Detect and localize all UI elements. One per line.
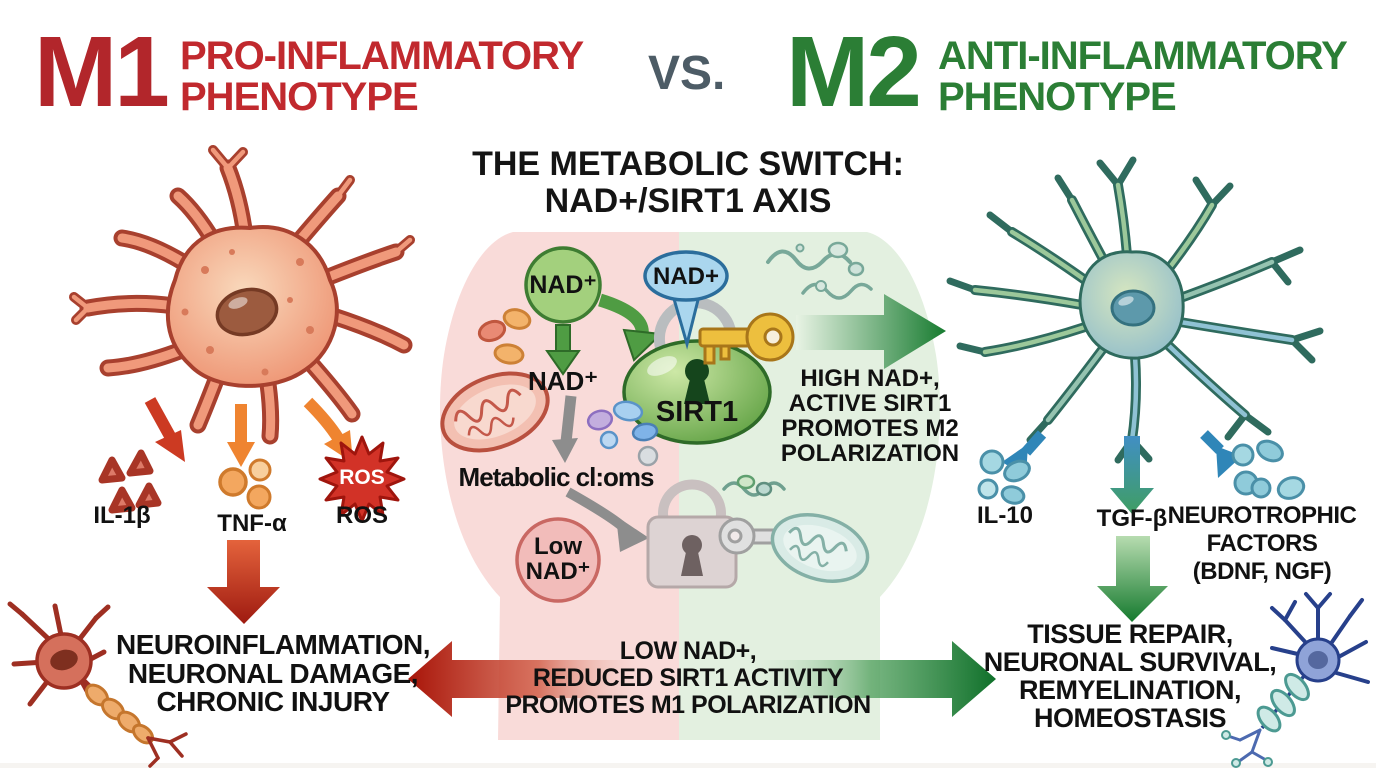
low-nad-circle — [515, 517, 601, 603]
nad-source-label: NAD⁺ — [529, 271, 597, 299]
m1-microglia-cell — [69, 145, 415, 445]
m2-microglia-cell — [946, 156, 1324, 464]
ros-burst-icon — [318, 435, 406, 523]
ros-burst-label: ROS — [339, 466, 385, 489]
m2-outcome-line1: TISSUE REPAIR, — [1027, 619, 1233, 649]
low-nad-line1: Low — [534, 533, 582, 560]
metabolic-label: Metabolic cl:oms — [458, 462, 655, 492]
tnfa-molecules-icon — [218, 458, 272, 510]
low-band-line2: REDUCED SIRT1 ACTIVITY — [532, 664, 844, 692]
high-nad-caption-line1: HIGH NAD+, — [800, 365, 940, 392]
m2-outcome-line3: REMYELINATION, — [1019, 675, 1242, 705]
neurotrophic-line2: FACTORS — [1206, 530, 1318, 557]
dna-strands-icon — [766, 241, 873, 300]
high-nad-caption-line4: POLARIZATION — [780, 440, 960, 467]
neurotrophic-line3: (BDNF, NGF) — [1192, 558, 1332, 585]
m2-outcome-line2: NEURONAL SURVIVAL, — [983, 647, 1277, 677]
m1-outcome-line2: NEURONAL DAMAGE, — [127, 657, 419, 689]
mitochondria-pink-icon — [440, 371, 550, 453]
neurotrophic-molecules-icon — [1231, 439, 1306, 500]
m1-outcome-caption: NEUROINFLAMMATION, NEURONAL DAMAGE, CHRO… — [108, 629, 438, 717]
low-band-line1: LOW NAD+, — [619, 637, 757, 665]
m1-subtitle: PRO-INFLAMMATORY PHENOTYPE — [180, 34, 584, 119]
nad-bubble-label: NAD+ — [652, 263, 719, 290]
m1-heading: M1 — [34, 16, 170, 128]
il10-molecules-icon — [977, 449, 1031, 505]
m2-heading: M2 — [786, 16, 922, 128]
tgfb-label: TGF-β — [1096, 505, 1168, 532]
low-band-line3: PROMOTES M1 POLARIZATION — [505, 691, 871, 719]
nad-bubble-icon — [643, 250, 729, 350]
m2-outcome-caption: TISSUE REPAIR, NEURONAL SURVIVAL, REMYEL… — [968, 620, 1292, 732]
nad-down-arrow — [545, 324, 581, 376]
vs-label: VS. — [648, 47, 726, 100]
metabolic-gray-arrow — [552, 395, 578, 463]
m1-outcome-line3: CHRONIC INJURY — [156, 686, 390, 717]
dna-small-icon — [722, 474, 786, 497]
metabolite-cluster-icon — [586, 400, 659, 467]
sirt1-lock-icon — [622, 339, 772, 445]
gold-key-icon — [698, 312, 795, 365]
bottom-strip — [0, 763, 1376, 768]
il1b-label: IL-1β — [93, 502, 151, 529]
metabolite-pills-icon — [477, 308, 532, 365]
ros-label: ROS — [335, 502, 388, 529]
m1-outcome-line1: NEUROINFLAMMATION, — [116, 629, 431, 660]
high-nad-caption: HIGH NAD+, ACTIVE SIRT1 PROMOTES M2 POLA… — [765, 366, 975, 466]
low-nad-gray-arrow — [565, 487, 649, 552]
neurotrophic-caption: NEUROTROPHIC FACTORS (BDNF, NGF) — [1166, 502, 1358, 586]
il1b-molecules-icon — [98, 449, 162, 514]
m2-subtitle-line2: PHENOTYPE — [938, 75, 1177, 119]
panel-title-line1: THE METABOLIC SWITCH: — [472, 145, 904, 183]
tnfa-label: TNF-α — [217, 510, 287, 537]
panel-title: THE METABOLIC SWITCH: NAD+/SIRT1 AXIS — [438, 146, 938, 220]
m2-outcome-arrow — [1097, 536, 1168, 622]
m2-subtitle-line1: ANTI-INFLAMMATORY — [938, 34, 1348, 78]
m1-band-arrow — [408, 641, 645, 717]
low-nad-label: Low NAD⁺ — [515, 534, 601, 584]
nad-intermediate-label: NAD⁺ — [527, 366, 599, 396]
healthy-neuron-icon — [1221, 592, 1370, 768]
high-nad-caption-line2: ACTIVE SIRT1 — [788, 390, 952, 417]
nad-to-sirt1-arrow — [598, 293, 664, 362]
high-nad-caption-line3: PROMOTES M2 — [781, 415, 959, 442]
m1-outcome-arrow — [207, 540, 280, 624]
panel-title-line2: NAD+/SIRT1 AXIS — [544, 182, 832, 220]
closed-padlock-icon — [646, 479, 738, 589]
neurotrophic-line1: NEUROTROPHIC — [1167, 502, 1357, 529]
low-nad-band-caption: LOW NAD+, REDUCED SIRT1 ACTIVITY PROMOTE… — [486, 638, 890, 719]
m1-subtitle-line2: PHENOTYPE — [180, 75, 419, 119]
il10-label: IL-10 — [976, 502, 1033, 529]
high-nad-arrow — [796, 294, 946, 369]
m1-cytokine-arrows — [144, 397, 353, 467]
nad-source-circle — [524, 246, 602, 324]
mitochondria-teal-icon — [770, 513, 870, 583]
low-nad-line2: NAD⁺ — [525, 558, 591, 585]
m1-subtitle-line1: PRO-INFLAMMATORY — [180, 34, 584, 78]
m2-outcome-line4: HOMEOSTASIS — [1033, 703, 1227, 733]
m2-subtitle: ANTI-INFLAMMATORY PHENOTYPE — [938, 34, 1348, 119]
m2-band-arrow — [745, 641, 996, 717]
sirt1-label: SIRT1 — [655, 396, 739, 428]
damaged-neuron-icon — [7, 601, 188, 768]
